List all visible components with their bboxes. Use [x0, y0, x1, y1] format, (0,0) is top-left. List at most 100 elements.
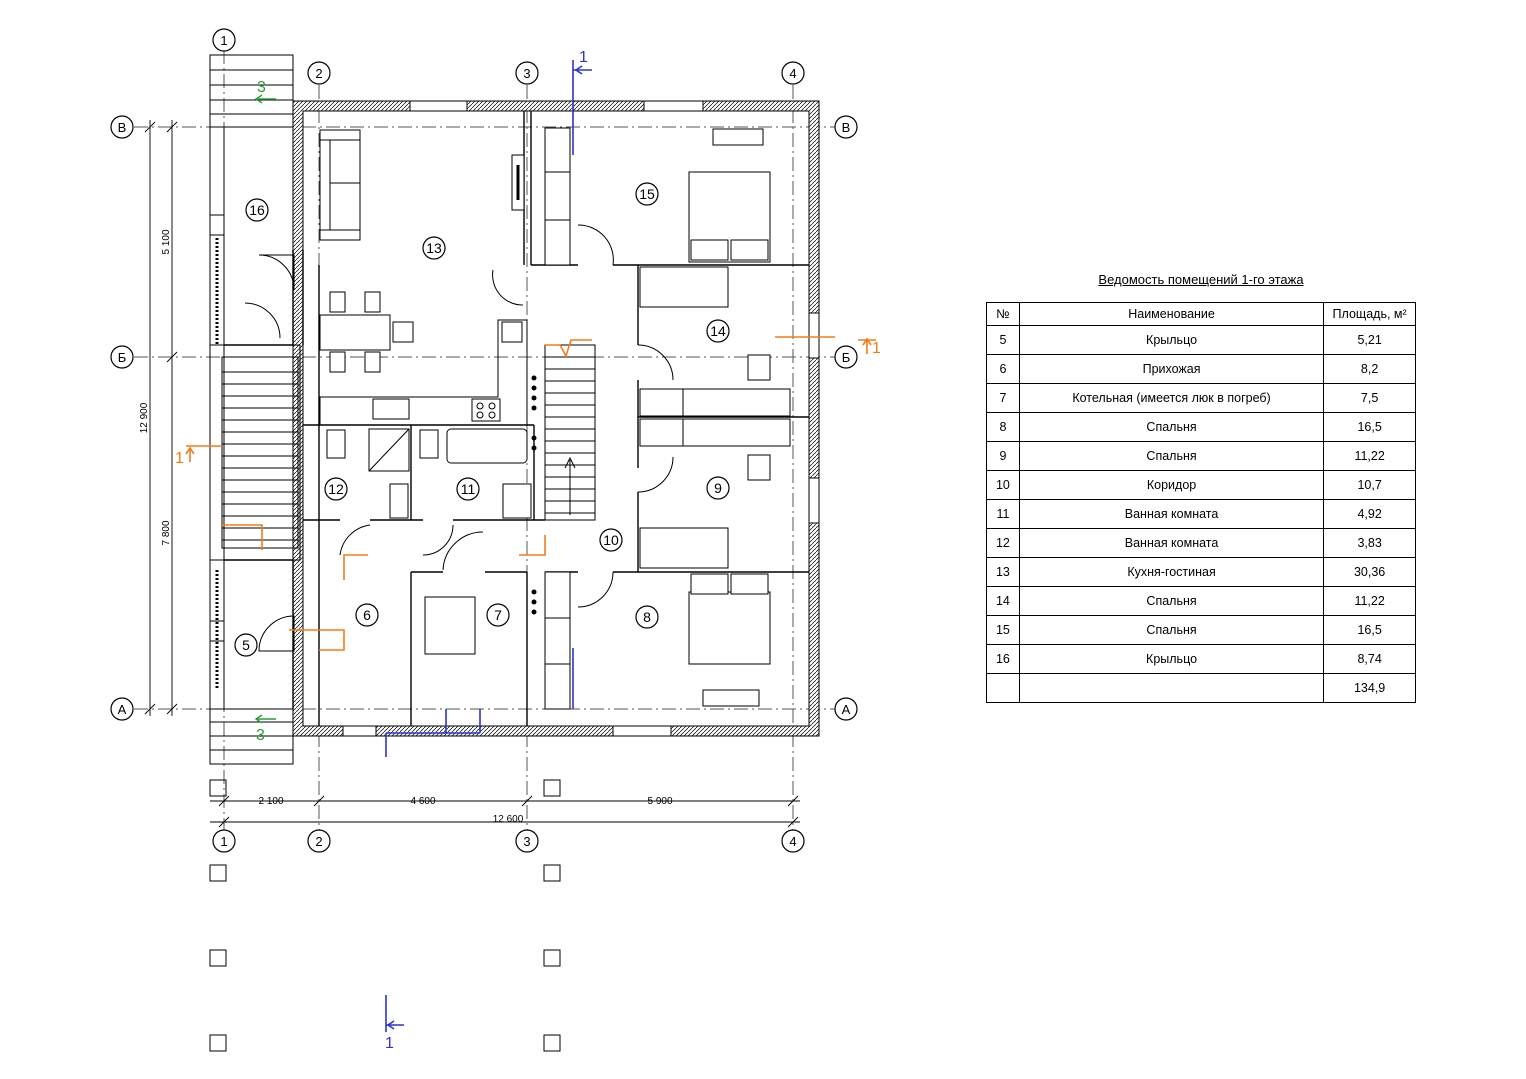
room-number-10: 10: [603, 532, 619, 548]
room-schedule: Ведомость помещений 1-го этажа № Наимено…: [986, 270, 1416, 703]
cell-area: 7,5: [1323, 383, 1416, 413]
room-number-16: 16: [249, 202, 265, 218]
cell-name: Крыльцо: [1018, 644, 1325, 674]
cell-num: 8: [986, 412, 1020, 442]
cell-name: Прихожая: [1018, 354, 1325, 384]
room-number-12: 12: [328, 481, 344, 497]
cell-num: 11: [986, 499, 1020, 529]
axis-bubble-3-bottom: [515, 829, 539, 853]
axis-bubble-4-bottom: [781, 829, 805, 853]
axis-bubble-b-left: [110, 345, 134, 369]
central-stair-treads: [545, 356, 595, 514]
left-stair-treads: [222, 371, 298, 541]
dim-5900: 5 900: [647, 796, 672, 807]
axis-label-v-left: В: [118, 120, 127, 135]
axis-bubble-3-top: [515, 61, 539, 85]
axis-bubble-4-top: [781, 61, 805, 85]
room-number-11: 11: [461, 481, 476, 497]
room-number-6: 6: [363, 607, 371, 623]
cell-area: 4,92: [1323, 499, 1416, 529]
cell-num: 12: [986, 528, 1020, 558]
room-number-8: 8: [643, 609, 651, 625]
axis-bubble-a-right: [834, 697, 858, 721]
section-1-left-label: 1: [175, 450, 184, 467]
axis-label-3-bottom: 3: [523, 834, 530, 849]
header-name: Наименование: [1018, 302, 1325, 326]
cell-num: 13: [986, 557, 1020, 587]
cell-name: Крыльцо: [1018, 325, 1325, 355]
header-num: №: [986, 302, 1020, 326]
dim-4600: 4 600: [410, 796, 435, 807]
cell-num: [986, 673, 1020, 703]
schedule-title: Ведомость помещений 1-го этажа: [1098, 272, 1304, 287]
axis-bubble-1-top: [212, 28, 236, 52]
cell-area: 134,9: [1323, 673, 1416, 703]
cell-num: 9: [986, 441, 1020, 471]
axis-bubble-a-left: [110, 697, 134, 721]
cell-area: 5,21: [1323, 325, 1416, 355]
exterior-walls: [292, 100, 820, 737]
section-3-top-label: 3: [257, 79, 266, 96]
axis-label-1-bottom: 1: [220, 834, 227, 849]
room-bubbles: [234, 182, 730, 657]
axis-bubble-b-right: [834, 345, 858, 369]
axis-label-a-right: А: [842, 702, 851, 717]
cell-name: Спальня: [1018, 586, 1325, 616]
dim-5100: 5 100: [161, 229, 172, 254]
axis-label-2-top: 2: [315, 66, 322, 81]
axis-bubble-v-left: [110, 115, 134, 139]
section-1-bottom-label: 1: [385, 1035, 394, 1052]
axis-bubbles: [110, 28, 858, 853]
axis-label-2-bottom: 2: [315, 834, 322, 849]
central-stair: [544, 344, 596, 521]
cell-num: 7: [986, 383, 1020, 413]
cell-name: Спальня: [1018, 412, 1325, 442]
room-number-15: 15: [639, 186, 655, 202]
furniture: [319, 127, 791, 710]
room-number-7: 7: [494, 607, 502, 623]
foundation-pads: [209, 779, 561, 1052]
cell-area: 30,36: [1323, 557, 1416, 587]
axis-label-3-top: 3: [523, 66, 530, 81]
cell-name: Ванная комната: [1018, 528, 1325, 558]
section-1-top-label: 1: [579, 49, 588, 66]
dimension-lines: [144, 120, 800, 828]
cell-name: Спальня: [1018, 441, 1325, 471]
axis-label-4-top: 4: [789, 66, 796, 81]
cell-name: Спальня: [1018, 615, 1325, 645]
cell-num: 6: [986, 354, 1020, 384]
cell-area: 11,22: [1323, 441, 1416, 471]
schedule-total-row: 134,9: [986, 673, 1416, 703]
axis-bubble-v-right: [834, 115, 858, 139]
room-number-14: 14: [710, 323, 726, 339]
cell-name: Ванная комната: [1018, 499, 1325, 529]
cell-area: 16,5: [1323, 412, 1416, 442]
header-area: Площадь, м²: [1323, 302, 1416, 326]
axis-label-4-bottom: 4: [789, 834, 796, 849]
porch-structures: [209, 54, 301, 765]
cell-area: 3,83: [1323, 528, 1416, 558]
cell-num: 16: [986, 644, 1020, 674]
cell-num: 14: [986, 586, 1020, 616]
room-number-5: 5: [242, 637, 250, 653]
room-number-9: 9: [714, 480, 722, 496]
axis-label-1-top: 1: [220, 33, 227, 48]
axis-label-v-right: В: [842, 120, 851, 135]
section-3-bottom-label: 3: [256, 727, 265, 744]
schedule-header-row: № Наименование Площадь, м²: [986, 302, 1416, 326]
axis-bubble-2-bottom: [307, 829, 331, 853]
cell-area: 11,22: [1323, 586, 1416, 616]
axis-label-a-left: А: [118, 702, 127, 717]
